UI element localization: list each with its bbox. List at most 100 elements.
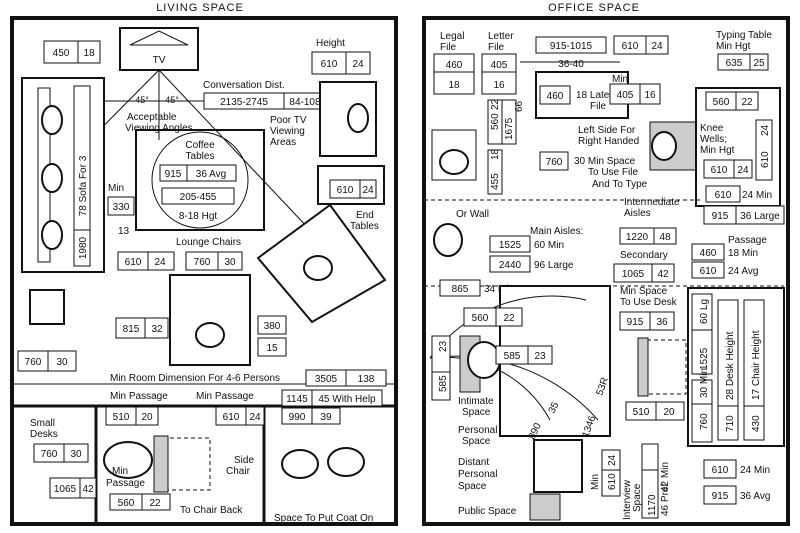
- dim-value: 32: [151, 324, 163, 335]
- dim-value: 16: [493, 80, 505, 91]
- side-chair-label: Side: [234, 455, 254, 466]
- dim-box: [215, 406, 265, 426]
- dim-value: 560: [472, 313, 489, 324]
- dim-value: 455: [490, 173, 501, 190]
- legal-file-label: File: [440, 42, 457, 53]
- dim-value: 815: [123, 324, 140, 335]
- dim-value: 760: [25, 357, 42, 368]
- dim-box: [743, 299, 765, 441]
- dim-box: [257, 315, 287, 335]
- dim-value: 20: [663, 407, 675, 418]
- lounge-chair: [169, 274, 251, 366]
- angle-label: 45°: [165, 95, 179, 105]
- dim-value: 22: [490, 98, 501, 110]
- dim-box: [703, 205, 785, 225]
- knee-wells-label: Wells;: [700, 134, 727, 145]
- typing-table-label: Min Hgt: [716, 41, 751, 52]
- dim-box: [703, 485, 737, 505]
- dim-value: 610: [760, 151, 771, 168]
- min-room-label: Min Room Dimension For 4-6 Persons: [110, 373, 280, 384]
- dim-value: 610: [715, 190, 732, 201]
- min-space-label: And To Type: [592, 179, 648, 190]
- main-aisles-label: Main Aisles:: [530, 226, 583, 237]
- dim-value: 36-40: [558, 59, 584, 70]
- person-icon: [433, 223, 463, 257]
- dim-value: 96 Large: [534, 260, 574, 271]
- lounge-chairs-label: Lounge Chairs: [176, 237, 241, 248]
- office-room-wall: [422, 16, 790, 526]
- min-passage-label: Min Passage: [110, 391, 168, 402]
- dim-box: [33, 443, 89, 463]
- sofa: [21, 77, 105, 273]
- acceptable-label: Acceptable: [127, 112, 177, 123]
- dim-box: [641, 469, 659, 519]
- dim-value: 45 With Help: [318, 394, 376, 405]
- dim-value: 18: [448, 80, 460, 91]
- secondary-label: Secondary: [620, 250, 668, 261]
- dim-box: [281, 407, 341, 425]
- dim-value: 760: [546, 157, 563, 168]
- dim-value: 2440: [499, 260, 522, 271]
- conversation-distance-label: Conversation Dist.: [203, 80, 285, 91]
- person-icon: [41, 220, 63, 250]
- coffee-table: [151, 131, 249, 229]
- min-space-label: To Use File: [588, 167, 638, 178]
- dim-value: 460: [446, 60, 463, 71]
- dim-box: [17, 350, 77, 372]
- dim-value: 560: [118, 498, 135, 509]
- chair: [639, 339, 687, 395]
- height-label: Height: [316, 38, 345, 49]
- intermediate-aisles-label: Aisles: [624, 208, 651, 219]
- dim-box: [717, 53, 769, 71]
- dim-value: 13: [118, 226, 130, 237]
- dim-box: [703, 459, 737, 479]
- dim-value: 405: [617, 90, 634, 101]
- dim-box: [613, 35, 669, 55]
- dim-value: 30: [70, 449, 82, 460]
- min-passage-label: Min Passage: [196, 391, 254, 402]
- dim-box: [105, 406, 159, 426]
- dim-value: 24: [760, 124, 771, 136]
- passage-label: Passage: [728, 235, 767, 246]
- dim-box: [625, 401, 685, 421]
- dim-box: [431, 335, 451, 401]
- living-space-title: LIVING SPACE: [156, 2, 244, 14]
- dim-value: 510: [113, 412, 130, 423]
- dim-value: 35: [547, 400, 562, 415]
- dim-value: 3505: [315, 374, 338, 385]
- side-table: [29, 289, 65, 325]
- poor-tv-label: Poor TV: [270, 115, 307, 126]
- dim-value: 585: [504, 351, 521, 362]
- acceptable-label: Viewing Angles: [125, 123, 193, 134]
- min-space-label: 30 Min Space: [574, 156, 636, 167]
- dim-value: 865: [452, 284, 469, 295]
- person-icon: [281, 449, 319, 479]
- dim-value: 25: [753, 58, 765, 69]
- dim-value: 42: [82, 484, 94, 495]
- intimate-space-label: Intimate: [458, 396, 494, 407]
- dim-value: 18: [83, 48, 95, 59]
- dim-value: 510: [633, 407, 650, 418]
- knee-wells-label: Knee: [700, 123, 724, 134]
- letter-file-label: Letter: [488, 31, 514, 42]
- or-wall-label: Or Wall: [456, 209, 489, 220]
- letter-file: [481, 53, 517, 95]
- dim-value: 1065: [54, 484, 77, 495]
- dim-value: 990: [289, 412, 306, 423]
- dim-box: [619, 227, 677, 245]
- dim-value: 24: [362, 185, 374, 196]
- person-icon: [303, 255, 333, 281]
- typing-table-label: Typing Table: [716, 30, 772, 41]
- dim-box: [613, 263, 675, 283]
- dim-value: 585: [438, 375, 449, 392]
- dim-value: 66: [514, 100, 525, 112]
- dim-value: 20: [141, 412, 153, 423]
- interview-space-label: Interview: [622, 479, 633, 520]
- small-desks-label: Small: [30, 418, 55, 429]
- dim-value: 2135-2745: [220, 97, 268, 108]
- dim-value: 610: [223, 412, 240, 423]
- dim-value: 915: [165, 169, 182, 180]
- dim-value: 30: [56, 357, 68, 368]
- dim-value: 1170: [647, 494, 658, 516]
- dim-value: 28 Desk Height: [725, 331, 736, 400]
